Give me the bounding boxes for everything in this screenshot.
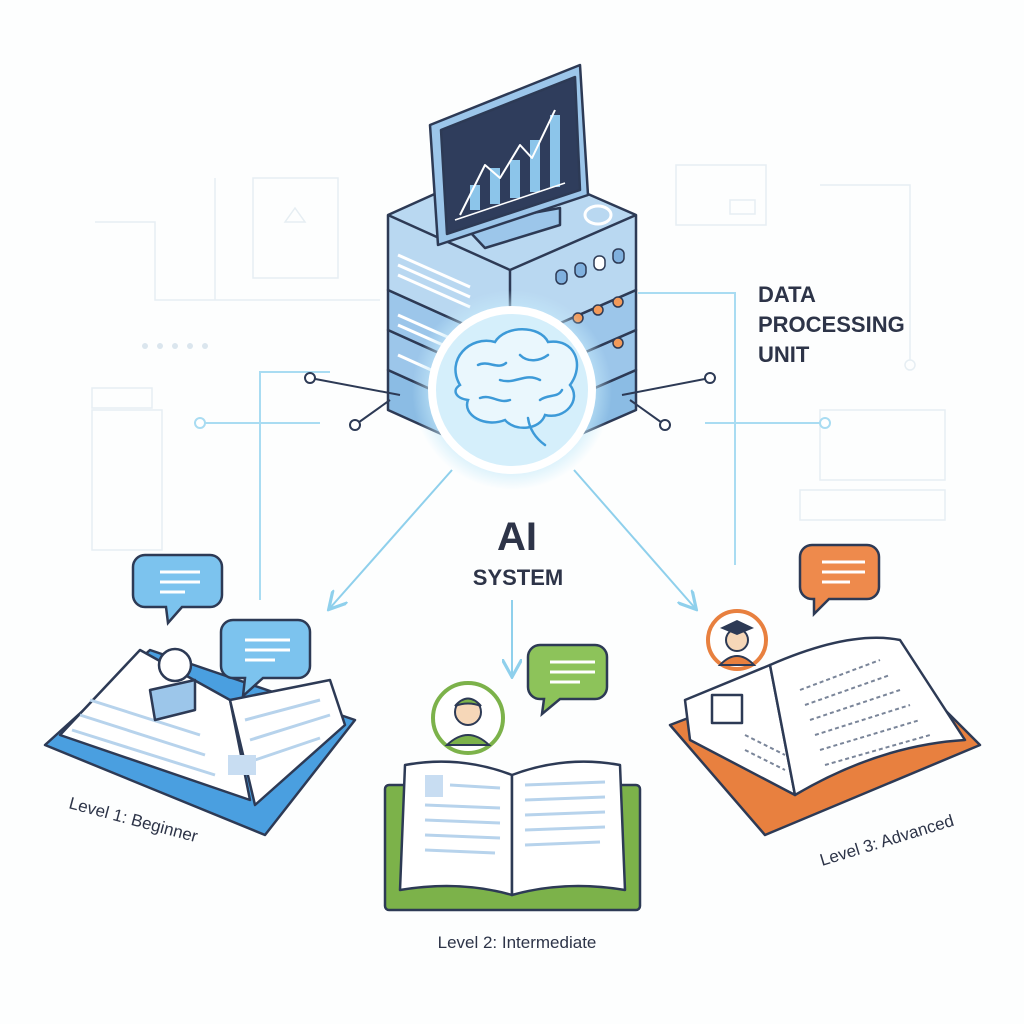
dpu-line-2: PROCESSING bbox=[758, 312, 905, 337]
graduate-avatar-icon bbox=[706, 609, 768, 671]
book-beginner bbox=[43, 647, 357, 837]
ai-title: AI bbox=[497, 515, 537, 559]
monitor-chart bbox=[470, 115, 560, 210]
background-dots bbox=[142, 343, 208, 349]
student-avatar-icon bbox=[431, 681, 505, 755]
dpu-line-1: DATA bbox=[758, 282, 816, 307]
data-processing-unit-label: DATA PROCESSING UNIT bbox=[758, 282, 905, 367]
connector-lines bbox=[194, 292, 831, 600]
book-intermediate bbox=[383, 760, 642, 912]
book-advanced bbox=[668, 636, 982, 837]
status-lights bbox=[555, 248, 625, 349]
flow-arrows bbox=[330, 469, 695, 675]
arrow-to-advanced bbox=[573, 469, 695, 608]
speech-bubble-blue-2 bbox=[219, 618, 312, 700]
dpu-line-3: UNIT bbox=[758, 342, 810, 367]
arrow-to-beginner bbox=[330, 469, 453, 608]
system-title: SYSTEM bbox=[473, 565, 563, 590]
brain-core bbox=[412, 290, 612, 490]
speech-bubble-blue-1 bbox=[131, 553, 224, 626]
background-circuitry bbox=[91, 164, 946, 551]
child-avatar-icon bbox=[148, 647, 197, 722]
level-3-label: Level 3: Advanced bbox=[818, 811, 956, 870]
brain-icon bbox=[454, 328, 579, 447]
level-2-label: Level 2: Intermediate bbox=[438, 933, 597, 952]
circuit-nodes bbox=[304, 372, 716, 431]
speech-bubble-orange bbox=[798, 543, 881, 618]
speech-bubble-green bbox=[526, 643, 609, 718]
monitor-icon bbox=[428, 63, 590, 250]
